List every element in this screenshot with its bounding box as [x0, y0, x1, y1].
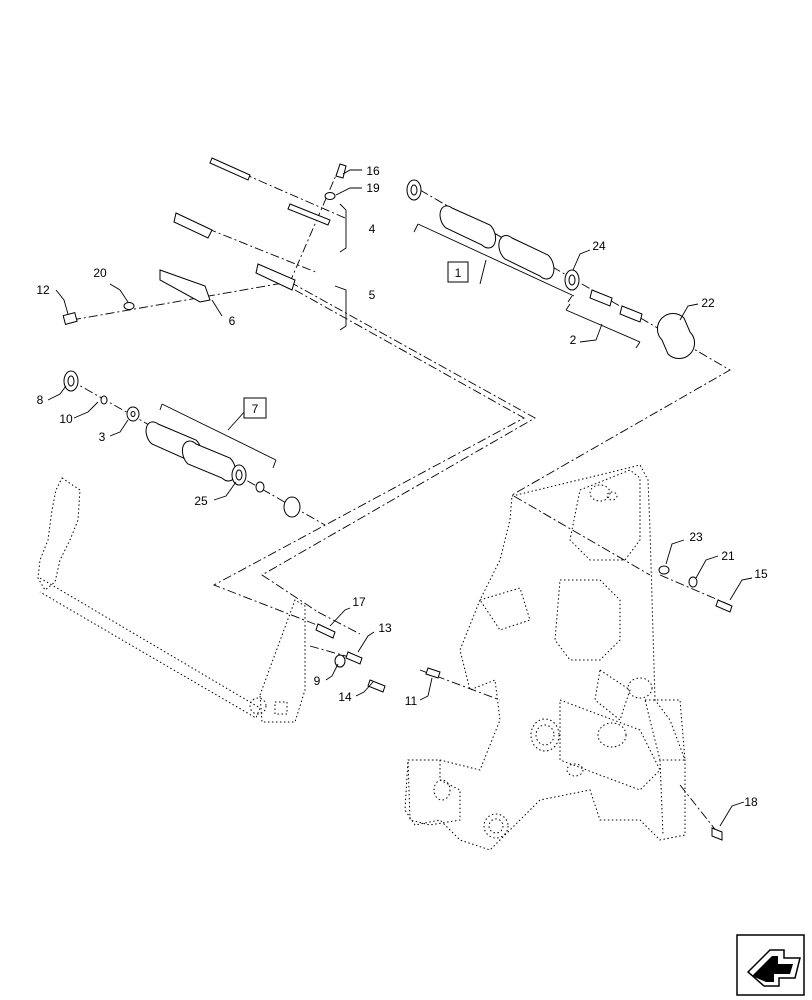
callout-labels: 1 2 3 4 5 6 7 8 9 10 11 12 13 14 15 16 1…: [36, 164, 768, 809]
bolt-12: [62, 311, 78, 325]
callout-18: 18: [744, 795, 758, 809]
callout-25: 25: [194, 494, 208, 508]
upper-rod: [209, 157, 331, 226]
callout-23: 23: [689, 530, 703, 544]
callout-24: 24: [592, 239, 606, 253]
bolt-15: [715, 599, 733, 613]
callout-box-1: [447, 261, 469, 283]
callout-9: 9: [314, 674, 321, 688]
callout-16: 16: [366, 164, 380, 178]
roller-assembly-7: [63, 370, 301, 518]
callout-7: 7: [252, 402, 259, 416]
washer-19: [324, 192, 336, 200]
bolt-17: [315, 623, 336, 639]
callout-1: 1: [455, 266, 462, 280]
callout-8: 8: [37, 393, 44, 407]
callout-10: 10: [59, 412, 73, 426]
callout-17: 17: [352, 595, 366, 609]
callout-2: 2: [570, 333, 577, 347]
bolt-13: [345, 651, 363, 665]
bracket-6: [159, 263, 296, 303]
callout-12: 12: [36, 283, 50, 297]
washer-23: [658, 565, 670, 575]
nut-18: [711, 827, 723, 841]
callout-20: 20: [93, 266, 107, 280]
callout-box-7: [243, 397, 267, 419]
callout-5: 5: [369, 288, 376, 302]
bolt-16: [335, 163, 347, 179]
assembly-lines: [69, 159, 731, 834]
callout-6: 6: [229, 314, 236, 328]
callout-15: 15: [754, 567, 768, 581]
main-frame: [404, 464, 686, 851]
callout-19: 19: [366, 181, 380, 195]
next-page-arrow-icon[interactable]: [736, 934, 805, 996]
washer-20: [123, 302, 135, 310]
leader-lines: [47, 169, 753, 827]
left-arm-frame: [37, 477, 306, 723]
bracket-6-upper: [173, 212, 213, 239]
callout-14: 14: [338, 690, 352, 704]
washer-21: [688, 576, 698, 588]
callout-3: 3: [99, 430, 106, 444]
nut-9: [334, 654, 346, 668]
callout-11: 11: [405, 694, 418, 708]
bolt-11: [425, 667, 441, 679]
callout-21: 21: [721, 549, 735, 563]
callout-4: 4: [369, 222, 376, 236]
callout-13: 13: [378, 621, 392, 635]
callout-22: 22: [701, 296, 715, 310]
roller-assembly-1: [406, 179, 696, 360]
bolt-14: [367, 679, 386, 693]
